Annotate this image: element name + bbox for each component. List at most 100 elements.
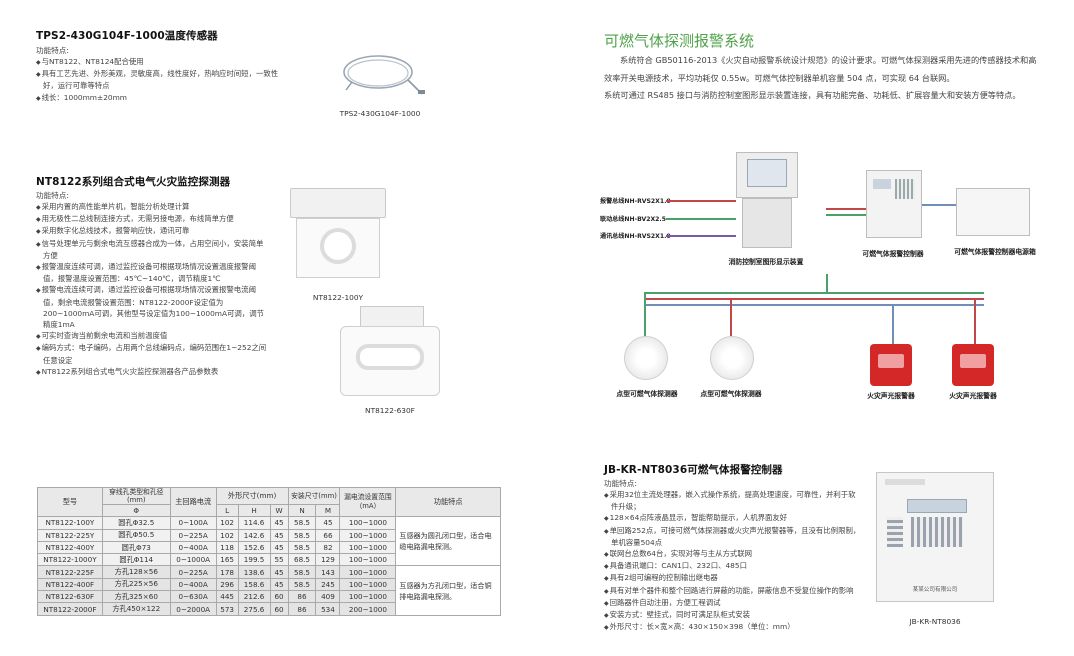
cell: 45 bbox=[269, 528, 289, 542]
nt8122-100y-image bbox=[290, 188, 386, 284]
cell: 圆孔Φ73 bbox=[101, 540, 171, 555]
cell: 534 bbox=[315, 602, 341, 616]
detector-1-caption: 点型可燃气体探测器 bbox=[616, 390, 678, 398]
cell: 55 bbox=[269, 553, 289, 567]
cell: 58.5 bbox=[287, 577, 317, 592]
cell: 圆孔Φ32.5 bbox=[101, 516, 171, 530]
power-box-caption: 可燃气体报警控制器电源箱 bbox=[954, 248, 1036, 256]
cell: 0~400A bbox=[169, 540, 217, 555]
cell: 58.5 bbox=[287, 565, 317, 579]
header-h: H bbox=[237, 503, 271, 518]
system-paragraph-2: 系统可通过 RS485 接口与消防控制室图形显示装置连接，具有功能完备、功耗低、… bbox=[604, 90, 1021, 100]
list-item: 回路器件自动注册，方便工程调试 bbox=[604, 597, 862, 609]
list-item: 编码方式：电子编码，占用两个总线编码点，编码范围在1~252之间任意设定 bbox=[36, 342, 268, 365]
cell: 165 bbox=[215, 553, 239, 567]
cell: 86 bbox=[287, 602, 317, 616]
controller-caption: 可燃气体报警控制器 bbox=[862, 250, 924, 258]
wire-comm-main bbox=[644, 304, 984, 306]
cell: 445 bbox=[215, 590, 239, 604]
display-device-caption: 消防控制室图形显示装置 bbox=[728, 258, 804, 266]
list-item: 单回路252点，可接可燃气体探测器或火灾声光报警器等，且没有比例限制，单机容量5… bbox=[604, 525, 862, 548]
square-hole-note: 互感器为方孔闭口型，适合铜排电路漏电探测。 bbox=[395, 565, 501, 616]
legend-comm-bus: 通讯总线NH-RVS2X1.0 bbox=[600, 233, 671, 240]
table-row: NT8122-100Y 圆孔Φ32.5 0~100A 102 114.6 45 … bbox=[37, 516, 501, 567]
wire-controller-power bbox=[922, 204, 956, 206]
list-item: 外形尺寸：长×宽×高：430×150×398（单位：mm） bbox=[604, 621, 862, 633]
list-item: NT8122系列组合式电气火灾监控探测器各产品参数表 bbox=[36, 366, 268, 378]
cell: 102 bbox=[215, 516, 239, 530]
alarm-1-caption: 火灾声光报警器 bbox=[867, 392, 915, 400]
cell: NT8122-400F bbox=[37, 577, 103, 592]
nt8122-630f-image bbox=[340, 306, 440, 398]
wire-display-controller bbox=[826, 208, 866, 210]
list-item: 128×64点阵液晶显示，智能帮助提示，人机界面友好 bbox=[604, 512, 862, 524]
header-leak: 漏电流设置范围（mA） bbox=[339, 486, 397, 518]
wire-linkage-main bbox=[644, 292, 984, 294]
cell: 100~1000 bbox=[339, 540, 397, 555]
cell: 圆孔Φ114 bbox=[101, 553, 171, 567]
sensor-title: TPS2-430G104F-1000温度传感器 bbox=[36, 30, 218, 42]
table-row: NT8122-225Y 圆孔Φ50.5 0~225A 102 142.6 45 … bbox=[37, 528, 501, 542]
cell: 152.6 bbox=[237, 540, 271, 555]
nt8122-630f-caption: NT8122-630F bbox=[365, 406, 415, 415]
cell: 0~225A bbox=[169, 565, 217, 579]
wire-drop-4 bbox=[974, 298, 976, 344]
cell: 0~630A bbox=[169, 590, 217, 604]
gas-detector-2 bbox=[710, 336, 754, 380]
table-header-row: Φ L H W N M bbox=[38, 503, 501, 518]
legend-alarm-bus: 报警总线NH-RVS2X1.0 bbox=[600, 198, 671, 205]
cell: 178 bbox=[215, 565, 239, 579]
list-item: 安装方式：壁挂式，同时可满足队柜式安装 bbox=[604, 609, 862, 621]
panel-label: 某某公司有限公司 bbox=[912, 587, 958, 593]
detector-series-title: NT8122系列组合式电气火灾监控探测器 bbox=[36, 176, 231, 188]
gas-detector-1 bbox=[624, 336, 668, 380]
list-item: 报警电流连续可调，通过监控设备可根据现场情况设置报警电流阈值，剩余电流报警设置范… bbox=[36, 284, 268, 330]
cell: 100~1000 bbox=[339, 516, 397, 530]
cell: NT8122-1000Y bbox=[37, 553, 103, 567]
detector-features: 采用内置的高性能单片机，智能分析处理计算 用无极性二总线制连接方式，无需另接电源… bbox=[36, 201, 268, 378]
cell: 0~225A bbox=[169, 528, 217, 542]
nt8036-caption: JB-KR-NT8036 bbox=[909, 617, 961, 626]
list-item: 具有工艺先进、外形美观，灵敏度高，线性度好，热响应时间短，一致性好，运行可靠等特… bbox=[36, 68, 292, 91]
cell: NT8122-400Y bbox=[37, 540, 103, 555]
cell: NT8122-100Y bbox=[37, 516, 103, 530]
header-hole: 穿线孔类型和孔径(mm) bbox=[101, 487, 171, 505]
cell: 45 bbox=[315, 516, 341, 530]
sensor-caption: TPS2-430G104F-1000 bbox=[339, 109, 421, 118]
cell: 58.5 bbox=[287, 516, 317, 530]
cell: 275.6 bbox=[237, 602, 271, 616]
system-paragraph-1: 系统符合 GB50116-2013《火灾自动报警系统设计规范》的设计要求。可燃气… bbox=[604, 55, 1037, 83]
list-item: 联网台总数64台，实现对等与主从方式联网 bbox=[604, 548, 862, 560]
list-item: 具有对单个器件和整个回路进行屏蔽的功能，屏蔽信息不受复位操作的影响 bbox=[604, 585, 862, 597]
nt8036-features-label: 功能特点: bbox=[604, 479, 637, 488]
cell: 199.5 bbox=[237, 553, 271, 567]
cell: 100~1000 bbox=[339, 590, 397, 604]
header-n: N bbox=[287, 503, 317, 518]
controller-power-box bbox=[956, 188, 1030, 236]
table-row: NT8122-400Y 圆孔Φ73 0~400A 118 152.6 45 58… bbox=[37, 540, 501, 555]
cell: 方孔128×56 bbox=[101, 565, 171, 579]
wire-display-controller-2 bbox=[826, 214, 866, 216]
list-item: 报警温度连续可调，通过监控设备可根据现场情况设置温度报警阈值，报警温度设置范围：… bbox=[36, 261, 268, 284]
header-m: M bbox=[315, 503, 341, 518]
legend-linkage-bus: 联动总线NH-BV2X2.5 bbox=[600, 216, 666, 223]
wire-drop-1 bbox=[644, 292, 646, 336]
wire-alarm-main bbox=[644, 298, 984, 300]
sound-light-alarm-1 bbox=[870, 344, 912, 386]
list-item: 用无极性二总线制连接方式，无需另接电源，布线简单方便 bbox=[36, 213, 268, 225]
header-w: W bbox=[269, 503, 289, 518]
cell: 129 bbox=[315, 553, 341, 567]
table-row: NT8122-400F 方孔225×56 0~400A 296 158.6 45… bbox=[37, 577, 501, 592]
nt8036-features: 采用32位主流处理器，嵌入式操作系统，提高处理速度，可靠性，并利于软件升级； 1… bbox=[604, 489, 862, 633]
list-item: 采用32位主流处理器，嵌入式操作系统，提高处理速度，可靠性，并利于软件升级； bbox=[604, 489, 862, 512]
cell: 200~1000 bbox=[339, 602, 397, 616]
cell: 573 bbox=[215, 602, 239, 616]
cell: 58.5 bbox=[287, 540, 317, 555]
wire-vertical bbox=[826, 274, 828, 292]
cell: 45 bbox=[269, 516, 289, 530]
nt8036-title: JB-KR-NT8036可燃气体报警控制器 bbox=[604, 464, 783, 476]
graphic-display-device bbox=[736, 152, 798, 198]
cell: 100~1000 bbox=[339, 565, 397, 579]
list-item: 采用内置的高性能单片机，智能分析处理计算 bbox=[36, 201, 268, 213]
cell: 58.5 bbox=[287, 528, 317, 542]
